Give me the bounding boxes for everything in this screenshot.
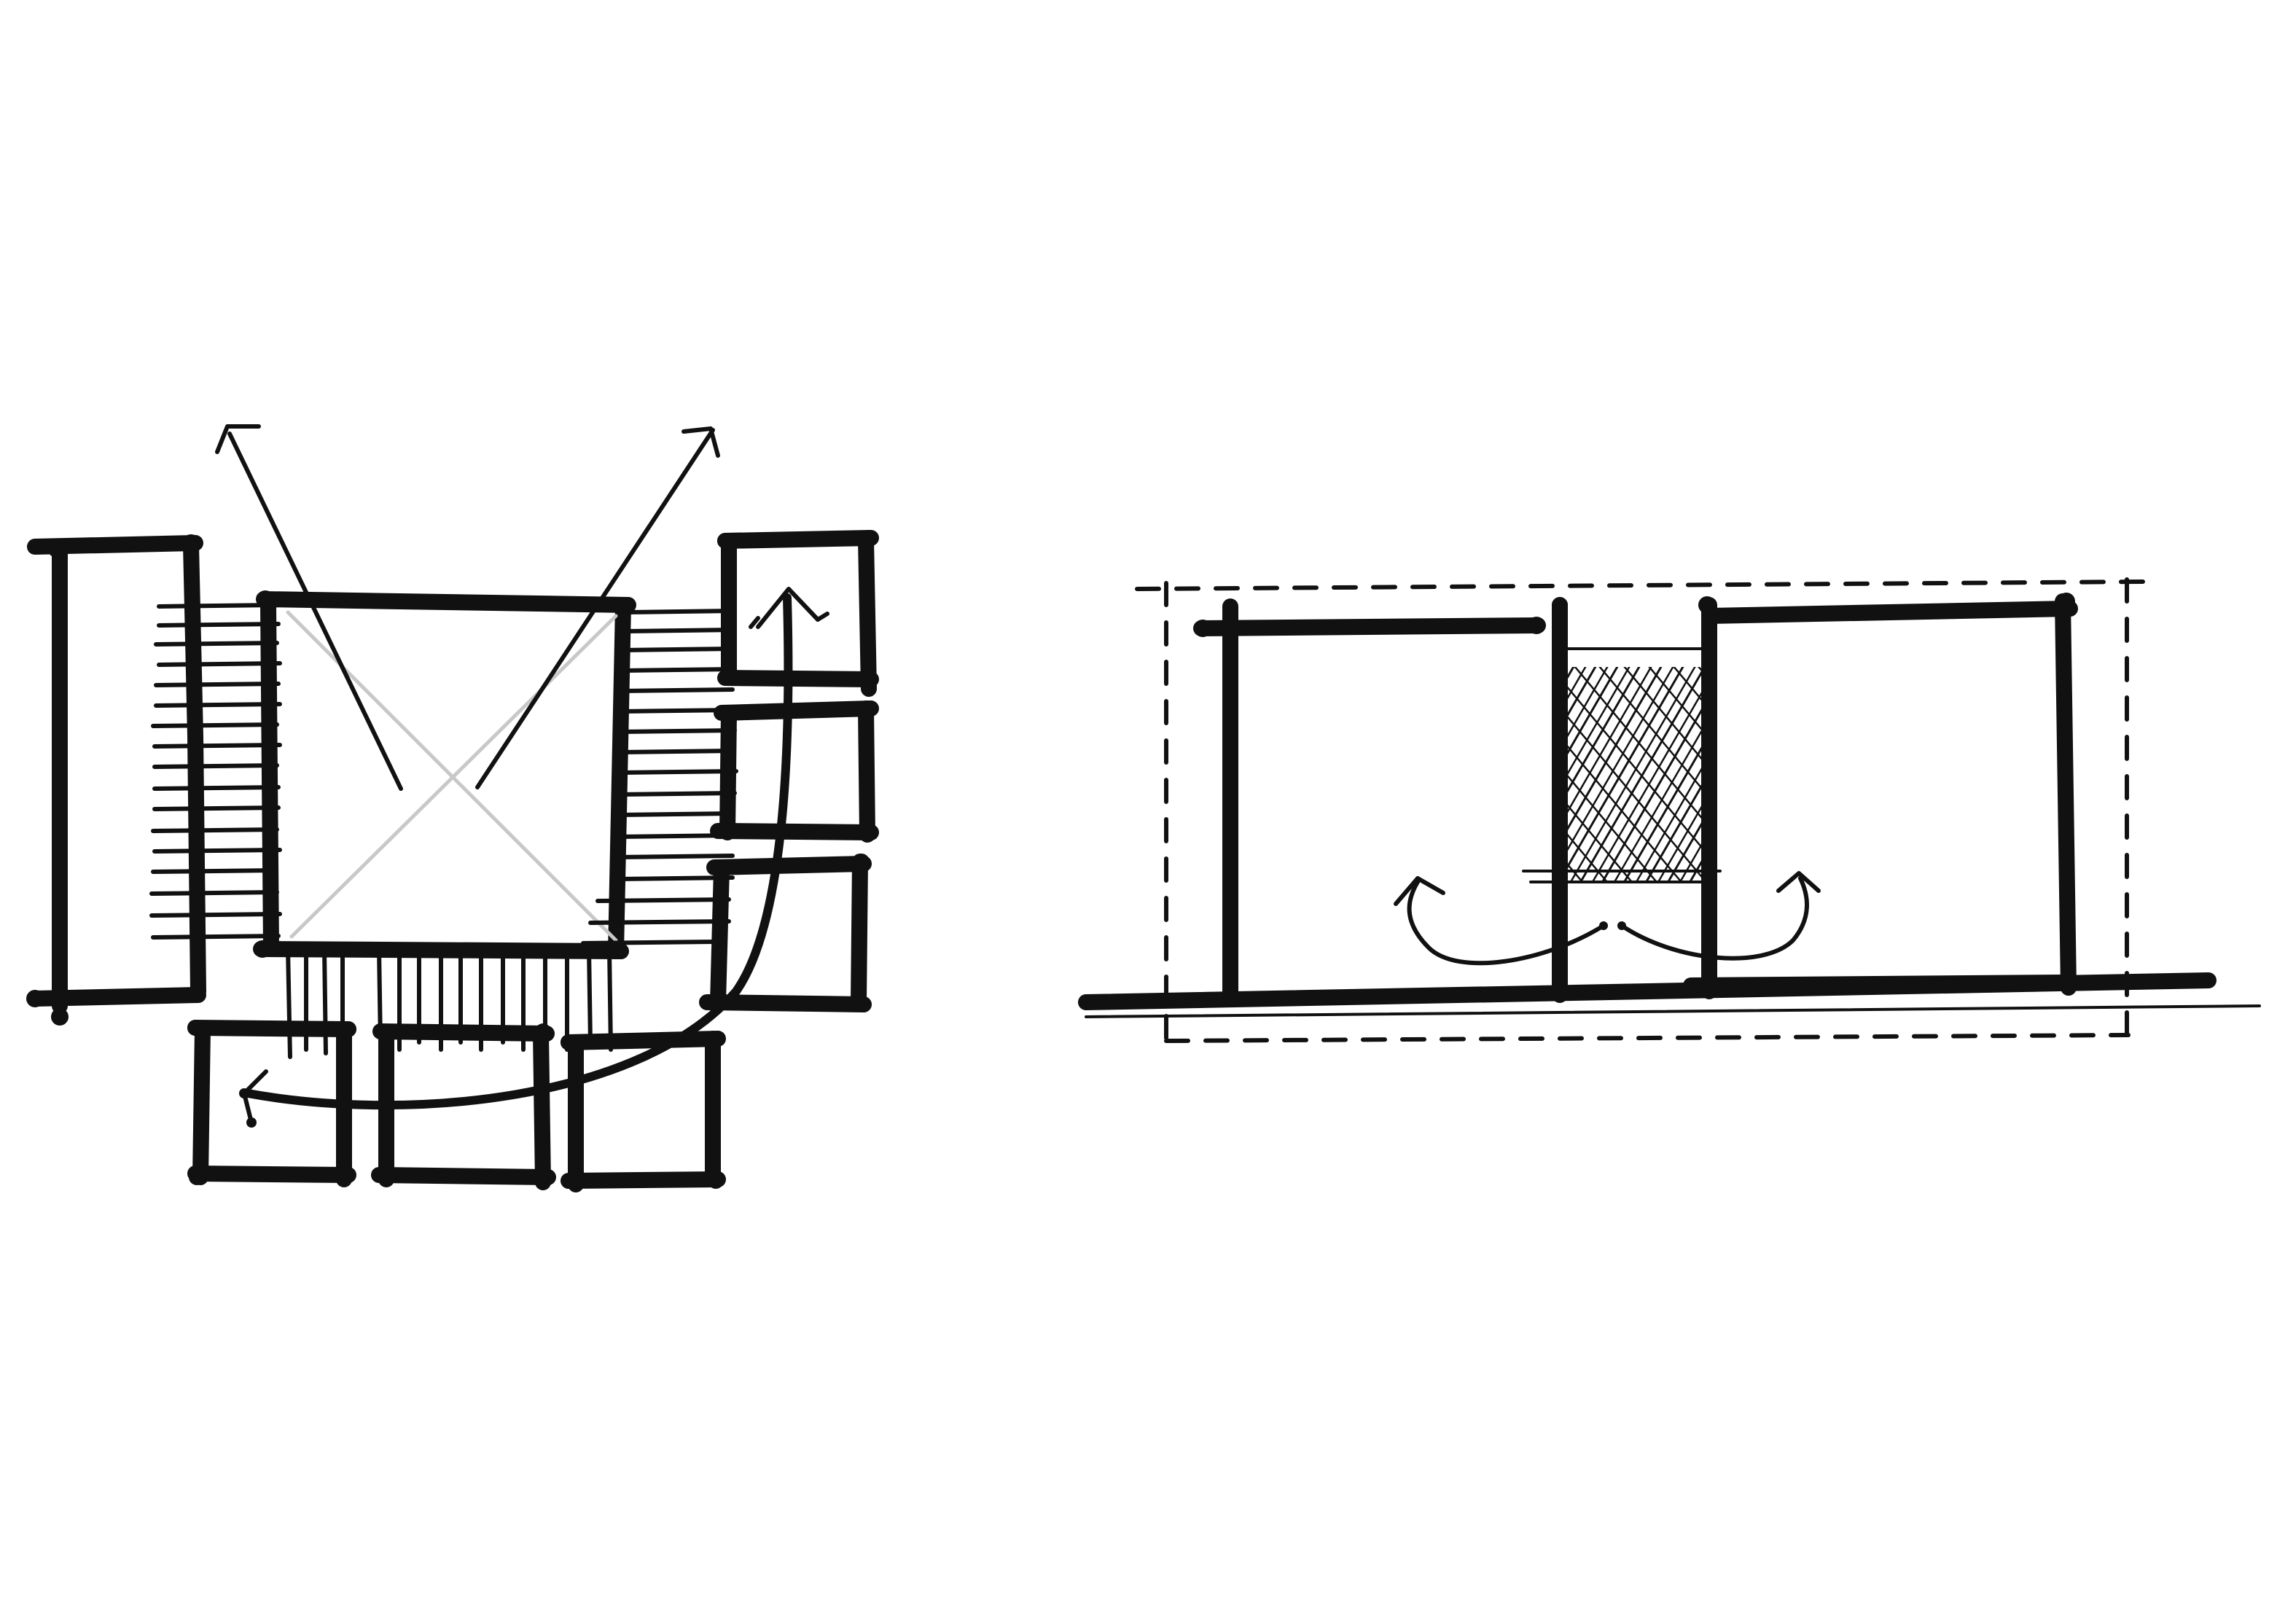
left-volume: [1193, 598, 1546, 1005]
hatched-panel: [1522, 647, 1722, 883]
dashed-boundary: [1135, 577, 2145, 1046]
left-tall-block: [26, 534, 206, 1026]
right-box-bottom: [699, 854, 872, 1012]
right-box-middle: [710, 700, 879, 843]
central-courtyard: [253, 590, 636, 959]
section-sketch: [1078, 577, 2261, 1046]
circulation-arrow: [239, 587, 829, 1128]
view-arrows: [215, 424, 720, 791]
right-volume: [1683, 593, 2078, 999]
right-box-top: [717, 530, 879, 697]
right-hatching-lines: [581, 609, 738, 945]
left-hatching-lines: [149, 603, 282, 940]
ground-line: [1078, 972, 2261, 1018]
airflow-arrows: [1394, 871, 1821, 966]
site-plan-sketch: [26, 424, 879, 1192]
bottom-box-right: [561, 1031, 726, 1192]
bottom-box-middle: [371, 1023, 556, 1190]
